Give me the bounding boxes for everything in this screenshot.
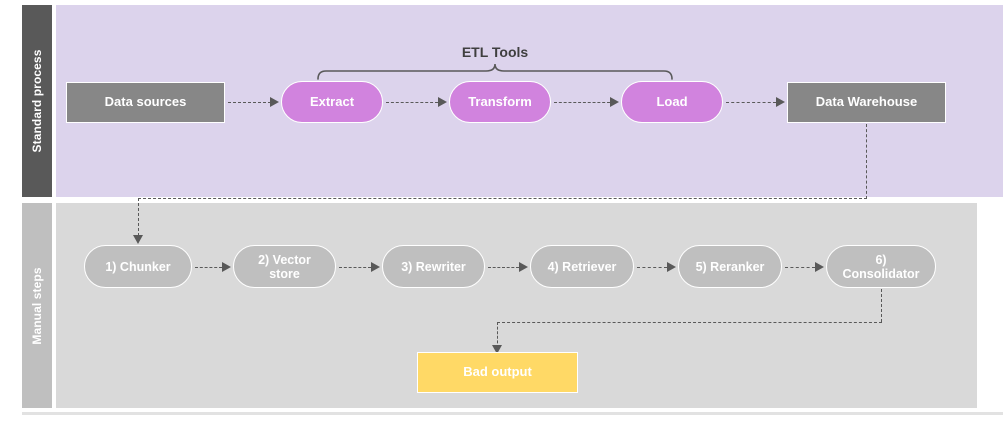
node-step-6-consolidator-label: 6) Consolidator — [842, 252, 920, 281]
arrowhead-vector-store-to-rewriter — [371, 262, 380, 272]
arrowhead-data-sources-to-extract — [270, 97, 279, 107]
node-data-warehouse-label: Data Warehouse — [815, 94, 918, 110]
connector-transform-to-load — [554, 102, 610, 103]
etl-tools-brace-icon — [316, 62, 674, 80]
node-load[interactable]: Load — [621, 81, 723, 123]
etl-tools-caption: ETL Tools — [461, 44, 529, 60]
connector-vector-store-to-rewriter — [339, 267, 371, 268]
arrowhead-warehouse-to-chunker — [133, 235, 143, 244]
arrowhead-extract-to-transform — [438, 97, 447, 107]
arrowhead-consolidator-to-bad-output — [492, 345, 502, 354]
node-transform-label: Transform — [468, 93, 532, 109]
node-data-sources[interactable]: Data sources — [66, 82, 225, 123]
node-step-1-chunker[interactable]: 1) Chunker — [84, 245, 192, 288]
connector-data-sources-to-extract — [228, 102, 271, 103]
connector-extract-to-transform — [386, 102, 438, 103]
node-step-1-chunker-label: 1) Chunker — [105, 259, 171, 274]
arrowhead-chunker-to-vector-store — [222, 262, 231, 272]
arrowhead-transform-to-load — [610, 97, 619, 107]
node-load-label: Load — [656, 93, 688, 109]
connector-reranker-to-consolidator — [785, 267, 815, 268]
arrowhead-load-to-data-warehouse — [776, 97, 785, 107]
lane-manual-steps-label-text: Manual steps — [30, 266, 44, 345]
connector-load-to-data-warehouse — [726, 102, 776, 103]
node-bad-output[interactable]: Bad output — [417, 352, 578, 393]
lane-manual-steps-label: Manual steps — [22, 203, 52, 408]
node-step-5-reranker[interactable]: 5) Reranker — [678, 245, 782, 288]
lane-standard-process-label: Standard process — [22, 5, 52, 197]
connector-consolidator-down — [881, 289, 882, 322]
node-step-3-rewriter[interactable]: 3) Rewriter — [382, 245, 485, 288]
node-data-sources-label: Data sources — [104, 94, 187, 110]
node-extract-label: Extract — [309, 93, 355, 109]
connector-retriever-to-reranker — [637, 267, 667, 268]
arrowhead-retriever-to-reranker — [667, 262, 676, 272]
connector-warehouse-down — [866, 124, 867, 199]
connector-warehouse-to-chunker-down — [138, 198, 139, 236]
connector-chunker-to-vector-store — [195, 267, 222, 268]
lane-standard-process-label-text: Standard process — [30, 49, 44, 153]
connector-warehouse-left — [138, 198, 867, 199]
node-step-2-vector-store[interactable]: 2) Vector store — [233, 245, 336, 288]
connector-consolidator-left — [497, 322, 882, 323]
node-extract[interactable]: Extract — [281, 81, 383, 123]
connector-consolidator-to-bad-output-down — [497, 322, 498, 348]
node-step-2-vector-store-label: 2) Vector store — [258, 252, 311, 281]
node-bad-output-label: Bad output — [463, 364, 532, 380]
node-step-6-consolidator[interactable]: 6) Consolidator — [826, 245, 936, 288]
node-step-5-reranker-label: 5) Reranker — [695, 259, 765, 274]
node-step-4-retriever[interactable]: 4) Retriever — [530, 245, 634, 288]
node-step-4-retriever-label: 4) Retriever — [547, 259, 617, 274]
arrowhead-rewriter-to-retriever — [519, 262, 528, 272]
arrowhead-reranker-to-consolidator — [815, 262, 824, 272]
node-step-3-rewriter-label: 3) Rewriter — [401, 259, 466, 274]
node-data-warehouse[interactable]: Data Warehouse — [787, 82, 946, 123]
node-transform[interactable]: Transform — [449, 81, 551, 123]
connector-rewriter-to-retriever — [488, 267, 519, 268]
footer-divider — [22, 412, 1003, 415]
